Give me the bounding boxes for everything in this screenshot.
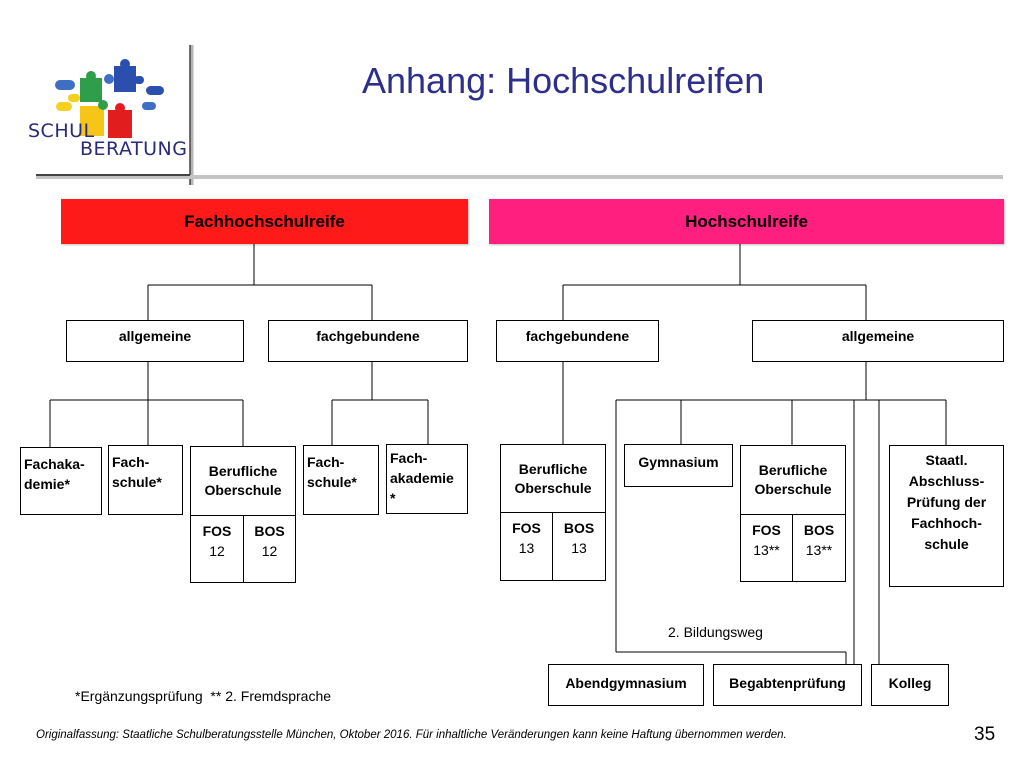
footnote: *Ergänzungsprüfung ** 2. Fremdsprache bbox=[75, 688, 332, 704]
fachschule-fachgebunden-box: Fach- schule* bbox=[303, 445, 379, 515]
kolleg-box: Kolleg bbox=[871, 664, 949, 706]
right-fachgebundene-box: fachgebundene bbox=[496, 320, 659, 362]
fos-12-cell: FOS 12 bbox=[190, 515, 244, 583]
fos-13-star-cell: FOS 13** bbox=[740, 514, 793, 582]
bos-13-star-cell: BOS 13** bbox=[792, 514, 846, 582]
bos-13-title: BOS bbox=[563, 520, 595, 536]
fos-13-value: 13 bbox=[518, 540, 535, 556]
begabtenpruefung-box: Begabtenprüfung bbox=[713, 664, 862, 706]
bos-13-star-title: BOS bbox=[803, 522, 835, 538]
left-fachgebundene-box: fachgebundene bbox=[268, 320, 468, 362]
bos-13-value: 13 bbox=[571, 540, 587, 556]
right-allgemeine-box: allgemeine bbox=[752, 320, 1004, 362]
fos-13-title: FOS bbox=[512, 520, 541, 536]
berufliche-oberschule-fhr-box: Berufliche Oberschule bbox=[190, 446, 296, 516]
fos-13-star-value: 13** bbox=[753, 542, 780, 558]
puzzle-logo-icon bbox=[55, 59, 164, 138]
bos-13-cell: BOS 13 bbox=[552, 512, 606, 581]
bos-12-cell: BOS 12 bbox=[243, 515, 296, 583]
logo-text-beratung: BERATUNG bbox=[80, 138, 188, 160]
abendgymnasium-box: Abendgymnasium bbox=[548, 664, 704, 706]
berufliche-oberschule-ahr-box: Berufliche Oberschule bbox=[740, 445, 846, 515]
bos-12-title: BOS bbox=[254, 523, 285, 539]
bos-13-star-value: 13** bbox=[805, 542, 833, 558]
berufliche-oberschule-fg-box: Berufliche Oberschule bbox=[500, 444, 606, 513]
left-allgemeine-box: allgemeine bbox=[66, 320, 244, 362]
fos-12-value: 12 bbox=[209, 543, 225, 559]
fos-12-title: FOS bbox=[202, 523, 232, 539]
fachhochschulreife-header: Fachhochschulreife bbox=[61, 199, 468, 244]
hochschulreife-header: Hochschulreife bbox=[489, 199, 1004, 244]
staatl-abschlusspruefung-box: Staatl. Abschluss- Prüfung der Fachhoch-… bbox=[889, 445, 1004, 587]
bildungsweg-label: 2. Bildungsweg bbox=[668, 624, 763, 640]
source-footer: Originalfassung: Staatliche Schulberatun… bbox=[36, 729, 787, 741]
fachakademie-allgemein-box: Fachaka- demie* bbox=[20, 447, 102, 515]
logo-text-schul: SCHUL bbox=[28, 120, 95, 142]
fos-13-cell: FOS 13 bbox=[500, 512, 553, 581]
fachschule-allgemein-box: Fach- schule* bbox=[108, 445, 183, 515]
fachakademie-fachgebunden-box: Fach- akademie * bbox=[386, 444, 468, 514]
page-title: Anhang: Hochschulreifen bbox=[362, 60, 765, 101]
bos-12-value: 12 bbox=[261, 543, 278, 559]
page-number: 35 bbox=[974, 724, 996, 745]
gymnasium-box: Gymnasium bbox=[624, 444, 733, 487]
fos-13-star-title: FOS bbox=[752, 522, 781, 538]
